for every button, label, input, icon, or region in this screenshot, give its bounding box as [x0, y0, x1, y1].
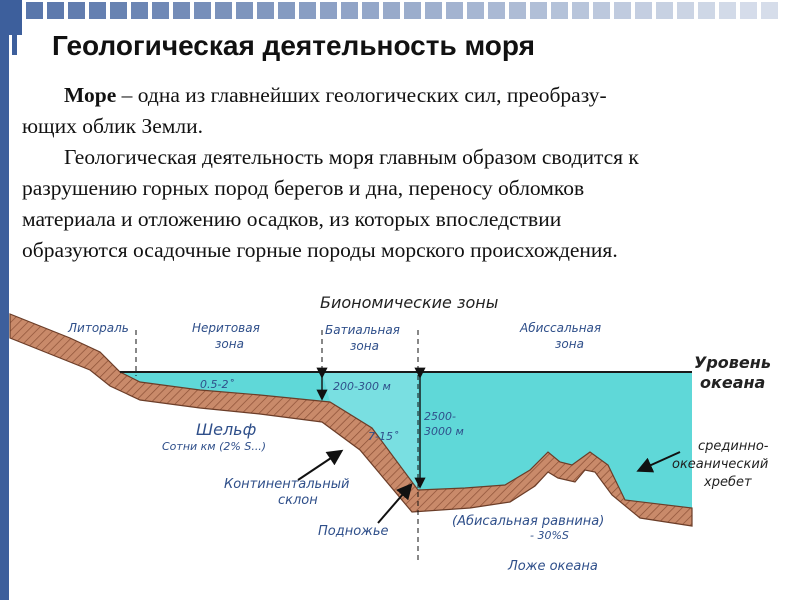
- decor-square: [425, 2, 442, 19]
- decor-square: [467, 2, 484, 19]
- paragraph-1: Море – одна из главнейших геологических …: [22, 80, 792, 111]
- decor-square: [446, 2, 463, 19]
- foot-label: Подножье: [318, 524, 389, 539]
- left-accent-bar: [0, 0, 17, 600]
- body-text: Море – одна из главнейших геологических …: [22, 80, 792, 266]
- zone-neritic-label-1: Неритовая: [192, 321, 260, 335]
- ocean-floor-label: Ложе океана: [507, 559, 598, 574]
- sea-level-label-1: Уровень: [694, 353, 771, 372]
- decor-square: [614, 2, 631, 19]
- decor-square: [89, 2, 106, 19]
- decor-square: [320, 2, 337, 19]
- decor-square: [278, 2, 295, 19]
- decor-square: [194, 2, 211, 19]
- ridge-label-3: хребет: [703, 475, 752, 490]
- zone-abyssal-label-2: зона: [555, 337, 584, 351]
- continental-slope-label-2: склон: [278, 493, 318, 508]
- shelf-width-label: Сотни км (2% S...): [162, 440, 266, 453]
- decor-square: [110, 2, 127, 19]
- term-sea: Море: [64, 83, 117, 107]
- decor-square: [698, 2, 715, 19]
- sea-level-label-2: океана: [700, 373, 765, 392]
- shelf-label: Шельф: [196, 420, 256, 439]
- decor-square: [656, 2, 673, 19]
- paragraph-2-line-1: Геологическая деятельность моря главным …: [64, 145, 639, 169]
- shelf-angle-label: 0.5-2˚: [200, 378, 234, 391]
- zones-heading: Биономические зоны: [320, 293, 498, 312]
- decor-square: [131, 2, 148, 19]
- foot-pointer-arrow: [377, 482, 413, 524]
- ridge-pointer-arrow: [636, 451, 681, 473]
- paragraph-2-line-4: образуются осадочные горные породы морск…: [22, 238, 618, 262]
- slope-pointer-arrow: [297, 449, 344, 481]
- abyssal-plain-label: (Абисальная равнина): [452, 514, 604, 529]
- bathyal-depth-label-1: 2500-: [424, 410, 456, 423]
- decor-square: [719, 2, 736, 19]
- decor-square: [551, 2, 568, 19]
- zone-bathyal-label-2: зона: [350, 339, 379, 353]
- continental-slope-label-1: Континенталь­ный: [224, 477, 349, 492]
- slope-angle-label: 7-15˚: [368, 430, 399, 443]
- abyssal-plain-share-label: - 30%S: [530, 529, 569, 542]
- seafloor-profile-diagram: Биономические зоны Литораль Неритовая зо…: [9, 293, 771, 574]
- decor-square: [509, 2, 526, 19]
- zone-bathyal-label-1: Батиальная: [325, 323, 400, 337]
- decor-square: [635, 2, 652, 19]
- bathyal-water-tint: [322, 372, 418, 490]
- decor-square: [383, 2, 400, 19]
- decor-square: [530, 2, 547, 19]
- decor-square: [404, 2, 421, 19]
- decor-square: [68, 2, 85, 19]
- decor-square: [299, 2, 316, 19]
- paragraph-2-line-3: материала и отложению осадков, из которы…: [22, 207, 562, 231]
- zone-abyssal-label-1: Абиссальная: [519, 321, 601, 335]
- paragraph-2-line-2: разрушению горных пород берегов и дна, п…: [22, 176, 585, 200]
- decor-square: [341, 2, 358, 19]
- decorative-square-strip: [0, 0, 778, 35]
- decor-square: [152, 2, 169, 19]
- zone-neritic-label-2: зона: [215, 337, 244, 351]
- seafloor-crust: [9, 313, 693, 527]
- decor-square: [215, 2, 232, 19]
- decor-square: [362, 2, 379, 19]
- decor-square: [740, 2, 757, 19]
- decor-square: [677, 2, 694, 19]
- decor-square: [47, 2, 64, 19]
- decor-square: [593, 2, 610, 19]
- paragraph-1-line-2: ющих облик Земли.: [22, 114, 203, 138]
- paragraph-1-line-1: – одна из главнейших геологических сил, …: [116, 83, 607, 107]
- decor-square: [572, 2, 589, 19]
- bathyal-depth-label-2: 3000 м: [424, 425, 464, 438]
- shelf-depth-label: 200-300 м: [333, 380, 391, 393]
- page-title: Геологическая деятельность моря: [52, 30, 535, 61]
- ridge-label-1: срединно-: [698, 439, 769, 454]
- decor-square: [173, 2, 190, 19]
- zone-littoral-label: Литораль: [67, 321, 129, 335]
- ridge-label-2: океанический: [672, 457, 768, 472]
- decor-square: [761, 2, 778, 19]
- decor-square: [488, 2, 505, 19]
- decor-square: [236, 2, 253, 19]
- decor-square: [257, 2, 274, 19]
- decor-square: [26, 2, 43, 19]
